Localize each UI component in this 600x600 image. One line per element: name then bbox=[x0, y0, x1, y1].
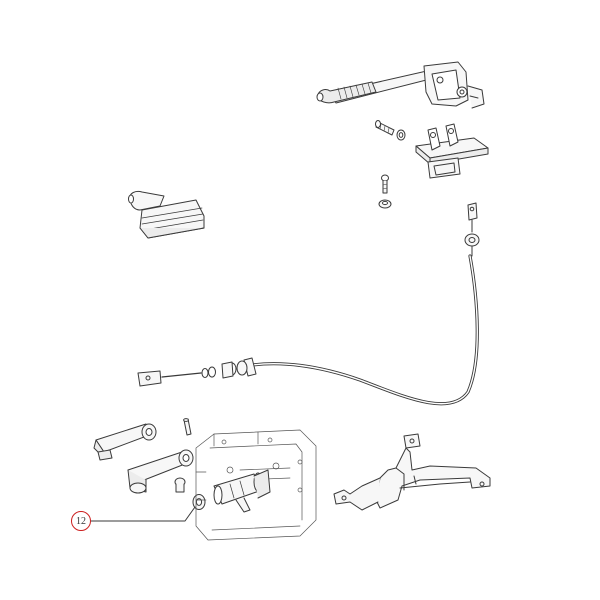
hand-brake-lever bbox=[316, 61, 485, 109]
callout-label: 12 bbox=[76, 515, 86, 527]
linkage-arm-lower bbox=[127, 449, 194, 494]
brake-cable bbox=[137, 202, 480, 406]
callout-badge-12[interactable]: 12 bbox=[71, 511, 91, 531]
pin bbox=[183, 418, 192, 436]
cable-support-bracket bbox=[333, 433, 491, 511]
bolt-upper bbox=[375, 120, 406, 141]
grease-fitting bbox=[174, 477, 186, 493]
callout-leader bbox=[90, 506, 196, 522]
mounting-bracket bbox=[415, 123, 489, 179]
transmission-housing bbox=[195, 429, 317, 541]
linkage-arm-upper bbox=[93, 423, 157, 461]
shaft-assembly bbox=[213, 469, 271, 513]
bolt-lower bbox=[378, 174, 392, 209]
lever-boot bbox=[128, 190, 205, 239]
